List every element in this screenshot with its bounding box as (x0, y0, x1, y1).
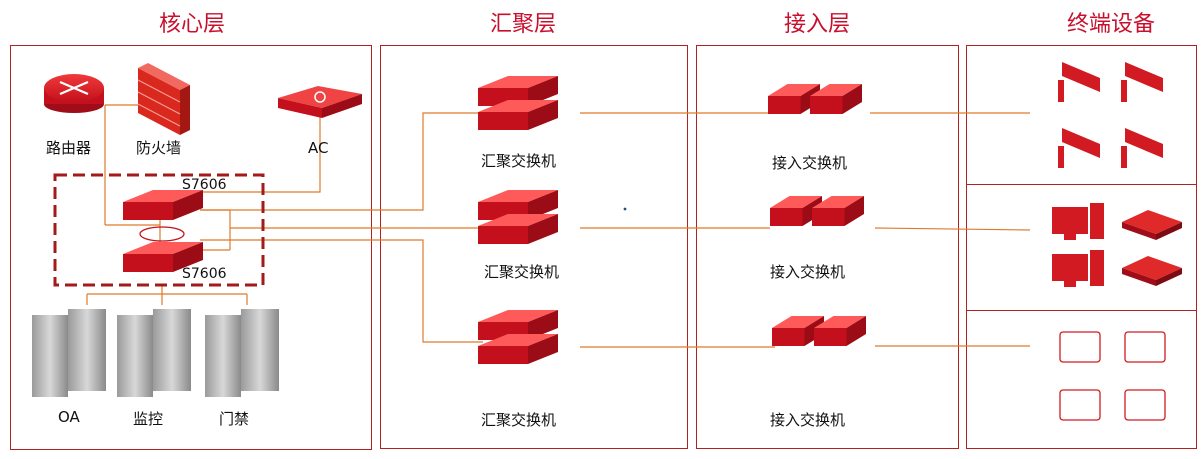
aggregation-layer-title: 汇聚层 (489, 12, 556, 37)
pc-icon (1052, 203, 1104, 287)
router-icon (44, 74, 104, 113)
ac-icon (278, 86, 362, 118)
access-switch-1-label: 接入交换机 (772, 154, 848, 172)
access-switch-3-icon (772, 316, 866, 346)
core-switch-group-box (53, 173, 265, 287)
core-links (86, 104, 1031, 348)
access-switch-2-label: 接入交换机 (770, 263, 846, 281)
terminal-divider-1 (966, 184, 1197, 185)
firewall-label: 防火墙 (136, 139, 182, 157)
firewall-icon (137, 63, 190, 135)
server-access-control-icon (205, 309, 279, 397)
terminal-divider-2 (966, 310, 1197, 311)
wireless-ap-icon (1122, 210, 1182, 286)
card-reader-icon (1059, 331, 1166, 421)
terminal-panel (966, 45, 1197, 449)
access-switch-3-label: 接入交换机 (770, 411, 846, 429)
server-monitor-label: 监控 (133, 410, 164, 428)
access-switch-1-icon (768, 84, 862, 114)
core-switch-top-label: S7606 (182, 177, 227, 193)
core-layer-title: 核心层 (158, 12, 225, 37)
access-switch-2-icon (770, 196, 864, 226)
aggregation-switch-1-label: 汇聚交换机 (481, 152, 557, 170)
core-switch-bottom-label: S7606 (182, 266, 227, 282)
camera-icon (1058, 62, 1163, 168)
server-monitor-icon (117, 309, 191, 397)
server-oa-icon (32, 309, 106, 397)
aggregation-switch-3-label: 汇聚交换机 (481, 411, 557, 429)
access-panel (696, 45, 959, 449)
server-oa-label: OA (58, 408, 80, 426)
core-panel (10, 45, 372, 450)
aggregation-switch-2-label: 汇聚交换机 (484, 263, 560, 281)
router-label: 路由器 (46, 139, 92, 157)
access-layer-title: 接入层 (783, 12, 850, 37)
terminal-layer-title: 终端设备 (1066, 12, 1155, 37)
core-switch-top-icon (123, 190, 203, 220)
ac-label: AC (308, 139, 329, 157)
server-access-control-label: 门禁 (219, 410, 250, 428)
aggregation-panel (380, 45, 688, 449)
